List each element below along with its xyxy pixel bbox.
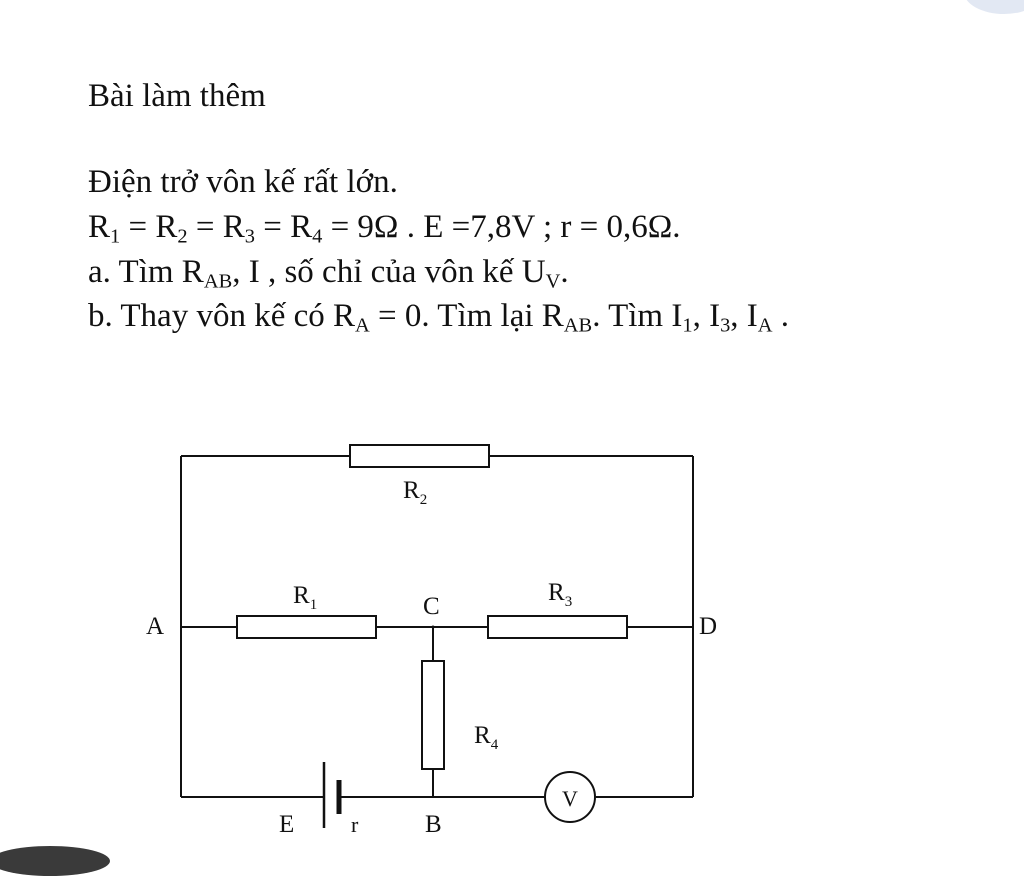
resistor-r3: [487, 615, 628, 639]
label-emf-e: E: [279, 811, 294, 838]
problem-line-1: Điện trở vôn kế rất lớn.: [88, 164, 398, 200]
problem-line-2: R1 = R2 = R3 = R4 = 9Ω . E =7,8V ; r = 0…: [88, 209, 681, 248]
node-c-dot: [431, 625, 435, 629]
label-r2: R2: [403, 477, 427, 508]
problem-line-4: b. Thay vôn kế có RA = 0. Tìm lại RAB. T…: [88, 298, 790, 337]
label-internal-r: r: [351, 812, 359, 837]
node-label-a: A: [146, 613, 164, 640]
node-label-d: D: [699, 613, 717, 640]
label-r4: R4: [474, 722, 499, 753]
voltmeter: [544, 771, 596, 823]
resistor-r4: [421, 660, 445, 770]
resistor-r1: [236, 615, 377, 639]
problem-line-3: a. Tìm RAB, I , số chỉ của vôn kế UV.: [88, 254, 569, 293]
label-r1: R1: [293, 582, 317, 613]
page-title: Bài làm thêm: [88, 78, 266, 114]
voltmeter-label: V: [562, 786, 578, 811]
node-label-b: B: [425, 811, 442, 838]
node-label-c: C: [423, 593, 440, 620]
circuit-diagram: R2 R1 R3 R4 A C D B E r V: [146, 444, 717, 838]
resistor-r2: [349, 444, 490, 468]
label-r3: R3: [548, 579, 572, 610]
